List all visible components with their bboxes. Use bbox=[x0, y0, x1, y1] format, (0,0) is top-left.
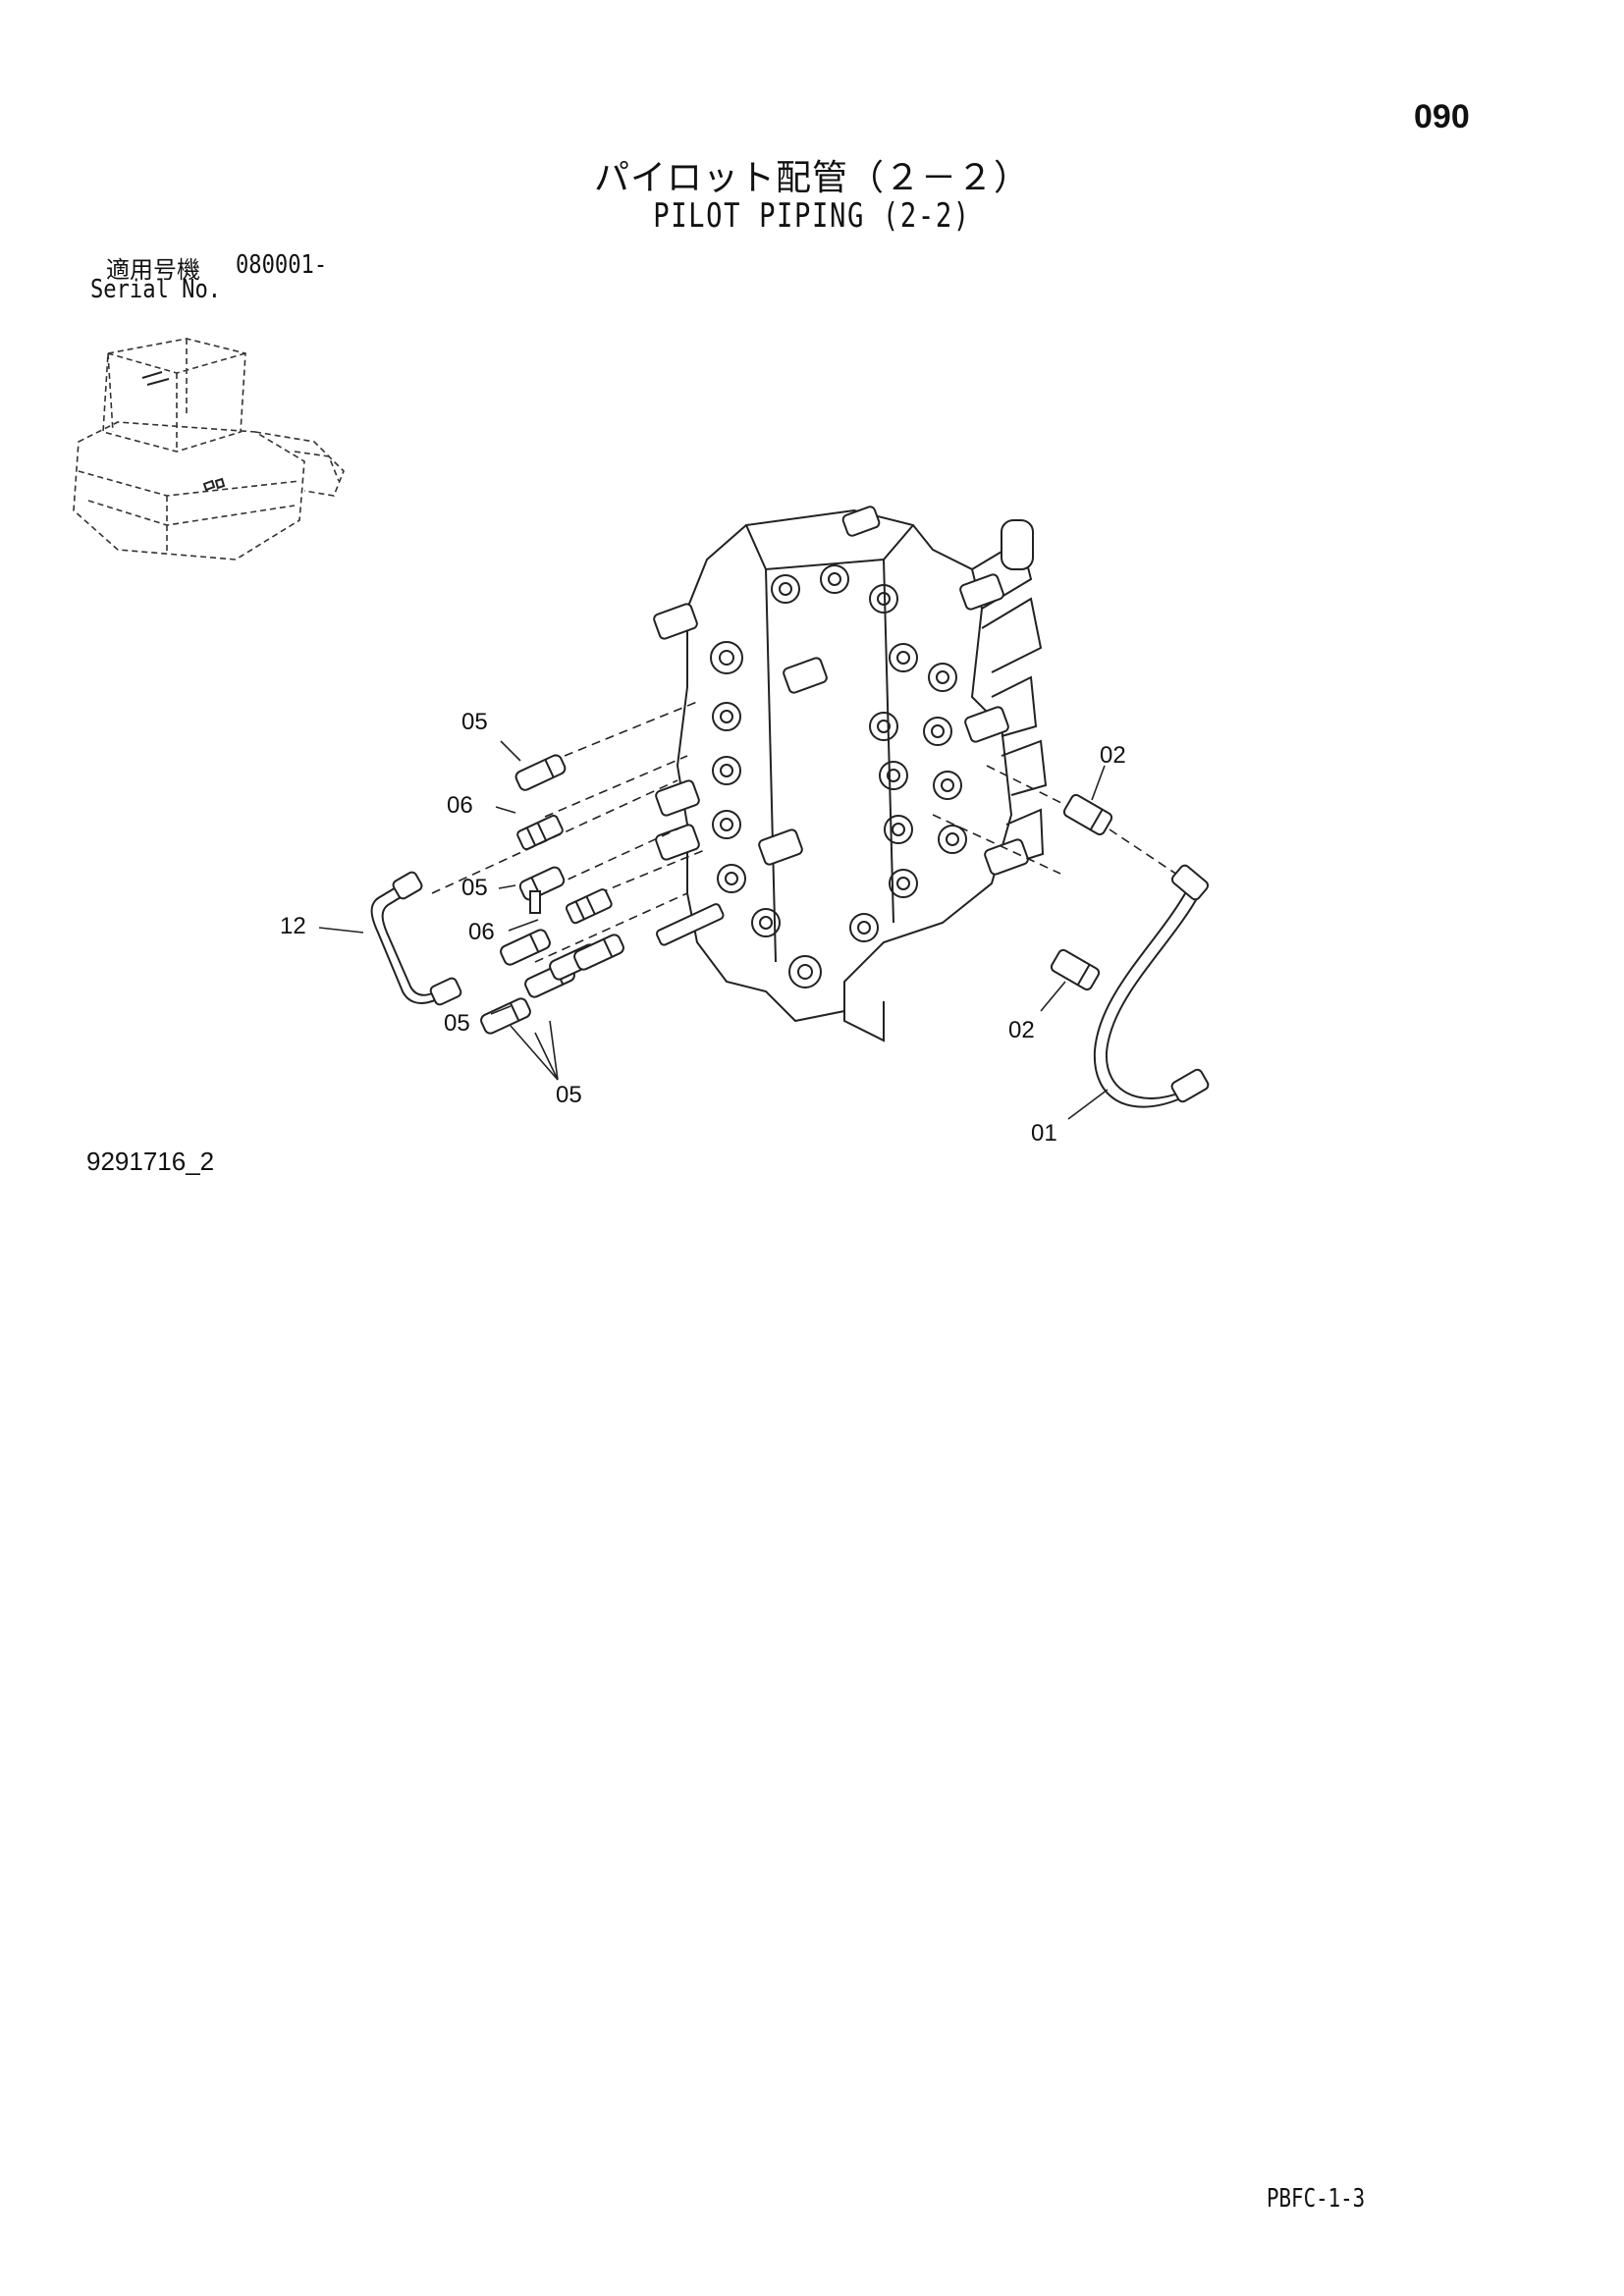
hose-01 bbox=[1093, 864, 1210, 1108]
valve-ports bbox=[710, 564, 967, 988]
callout-leaders bbox=[318, 740, 1109, 1120]
callout-02-a: 02 bbox=[1100, 742, 1126, 769]
callout-05-d: 05 bbox=[556, 1082, 582, 1108]
page-title-japanese: パイロット配管（２－２） bbox=[593, 158, 1030, 198]
fittings bbox=[480, 754, 725, 1035]
callout-12: 12 bbox=[280, 913, 306, 939]
valve-plugs bbox=[653, 506, 1034, 876]
callout-05-b: 05 bbox=[461, 875, 488, 901]
serial-label-english: Serial No. bbox=[90, 275, 222, 304]
callout-01: 01 bbox=[1031, 1120, 1057, 1147]
callout-06-b: 06 bbox=[468, 919, 495, 945]
page-title-english: PILOT PIPING (2-2) bbox=[653, 196, 971, 236]
control-valve-body bbox=[676, 508, 1048, 1042]
callout-05-c: 05 bbox=[444, 1010, 470, 1037]
machine-location-inset bbox=[73, 338, 345, 561]
pipe-12 bbox=[370, 871, 462, 1006]
adapters-02 bbox=[1050, 793, 1113, 991]
page-number: 090 bbox=[1414, 98, 1470, 135]
callout-06-a: 06 bbox=[447, 792, 473, 819]
footer-code: PBFC-1-3 bbox=[1267, 2184, 1366, 2214]
serial-range: 080001- bbox=[236, 250, 328, 280]
callout-05-a: 05 bbox=[461, 709, 488, 735]
pilot-piping-diagram: 05 06 05 06 12 05 05 02 02 01 bbox=[280, 506, 1210, 1147]
serial-label-japanese: 適用号機 bbox=[106, 256, 200, 284]
callout-02-b: 02 bbox=[1008, 1017, 1035, 1043]
drawing-code: 9291716_2 bbox=[86, 1147, 215, 1176]
